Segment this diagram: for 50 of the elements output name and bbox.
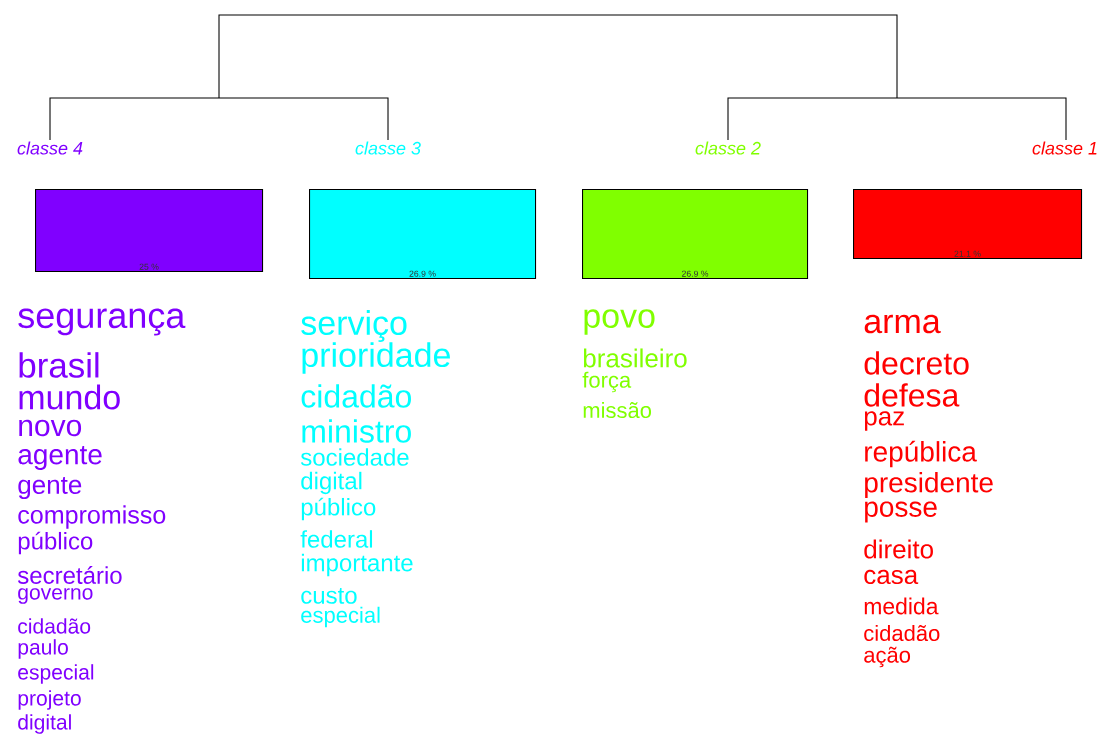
class-label: classe 3 <box>355 141 421 155</box>
percentage-bar: 25 % <box>35 189 264 273</box>
word-label: decreto <box>864 351 969 375</box>
word-label: sociedade <box>300 448 409 466</box>
word-label: agente <box>18 446 102 470</box>
word-label: prioridade <box>302 342 450 374</box>
percentage-bar: 26.9 % <box>582 189 809 280</box>
class-label: classe 4 <box>17 141 83 155</box>
word-label: posse <box>865 501 937 523</box>
word-label: defesa <box>864 383 960 407</box>
word-label: medida <box>864 597 939 615</box>
word-label: importante <box>301 553 413 577</box>
percentage-bar: 21.1 % <box>853 189 1083 260</box>
word-label: novo <box>19 419 82 437</box>
word-label: paz <box>864 411 904 431</box>
word-label: cidadão <box>18 618 91 634</box>
percentage-bar: 26.9 % <box>309 189 537 280</box>
word-label: direito <box>864 539 933 559</box>
word-label: projeto <box>18 690 81 710</box>
word-label: especial <box>301 606 380 628</box>
word-label: compromisso <box>18 505 166 529</box>
word-label: ministro <box>302 419 411 443</box>
word-label: brasileiro <box>583 348 687 368</box>
word-label: presidente <box>865 471 993 499</box>
class-label: classe 1 <box>1032 141 1097 155</box>
word-label: força <box>582 371 632 393</box>
word-label: povo <box>584 309 655 335</box>
word-label: missão <box>583 401 652 419</box>
word-label: público <box>301 497 376 521</box>
word-label: república <box>865 440 977 468</box>
word-label: mundo <box>19 384 120 410</box>
word-label: digital <box>301 471 362 495</box>
word-label: especial <box>18 664 94 684</box>
word-label: serviço <box>301 310 407 342</box>
word-label: cidadão <box>864 624 940 642</box>
class-label: classe 2 <box>695 141 761 155</box>
word-label: digital <box>18 714 71 734</box>
word-label: gente <box>18 476 82 500</box>
word-label: secretário <box>17 566 122 584</box>
word-label: segurança <box>18 308 186 336</box>
word-label: custo <box>301 588 357 604</box>
word-label: brasil <box>19 352 99 378</box>
word-label: ação <box>864 646 911 668</box>
word-label: paulo <box>18 639 68 659</box>
word-label: casa <box>864 569 919 585</box>
word-label: federal <box>300 530 373 548</box>
word-label: público <box>18 531 93 555</box>
word-label: governo <box>18 588 93 604</box>
word-label: cidadão <box>301 384 411 408</box>
word-label: arma <box>864 314 941 334</box>
